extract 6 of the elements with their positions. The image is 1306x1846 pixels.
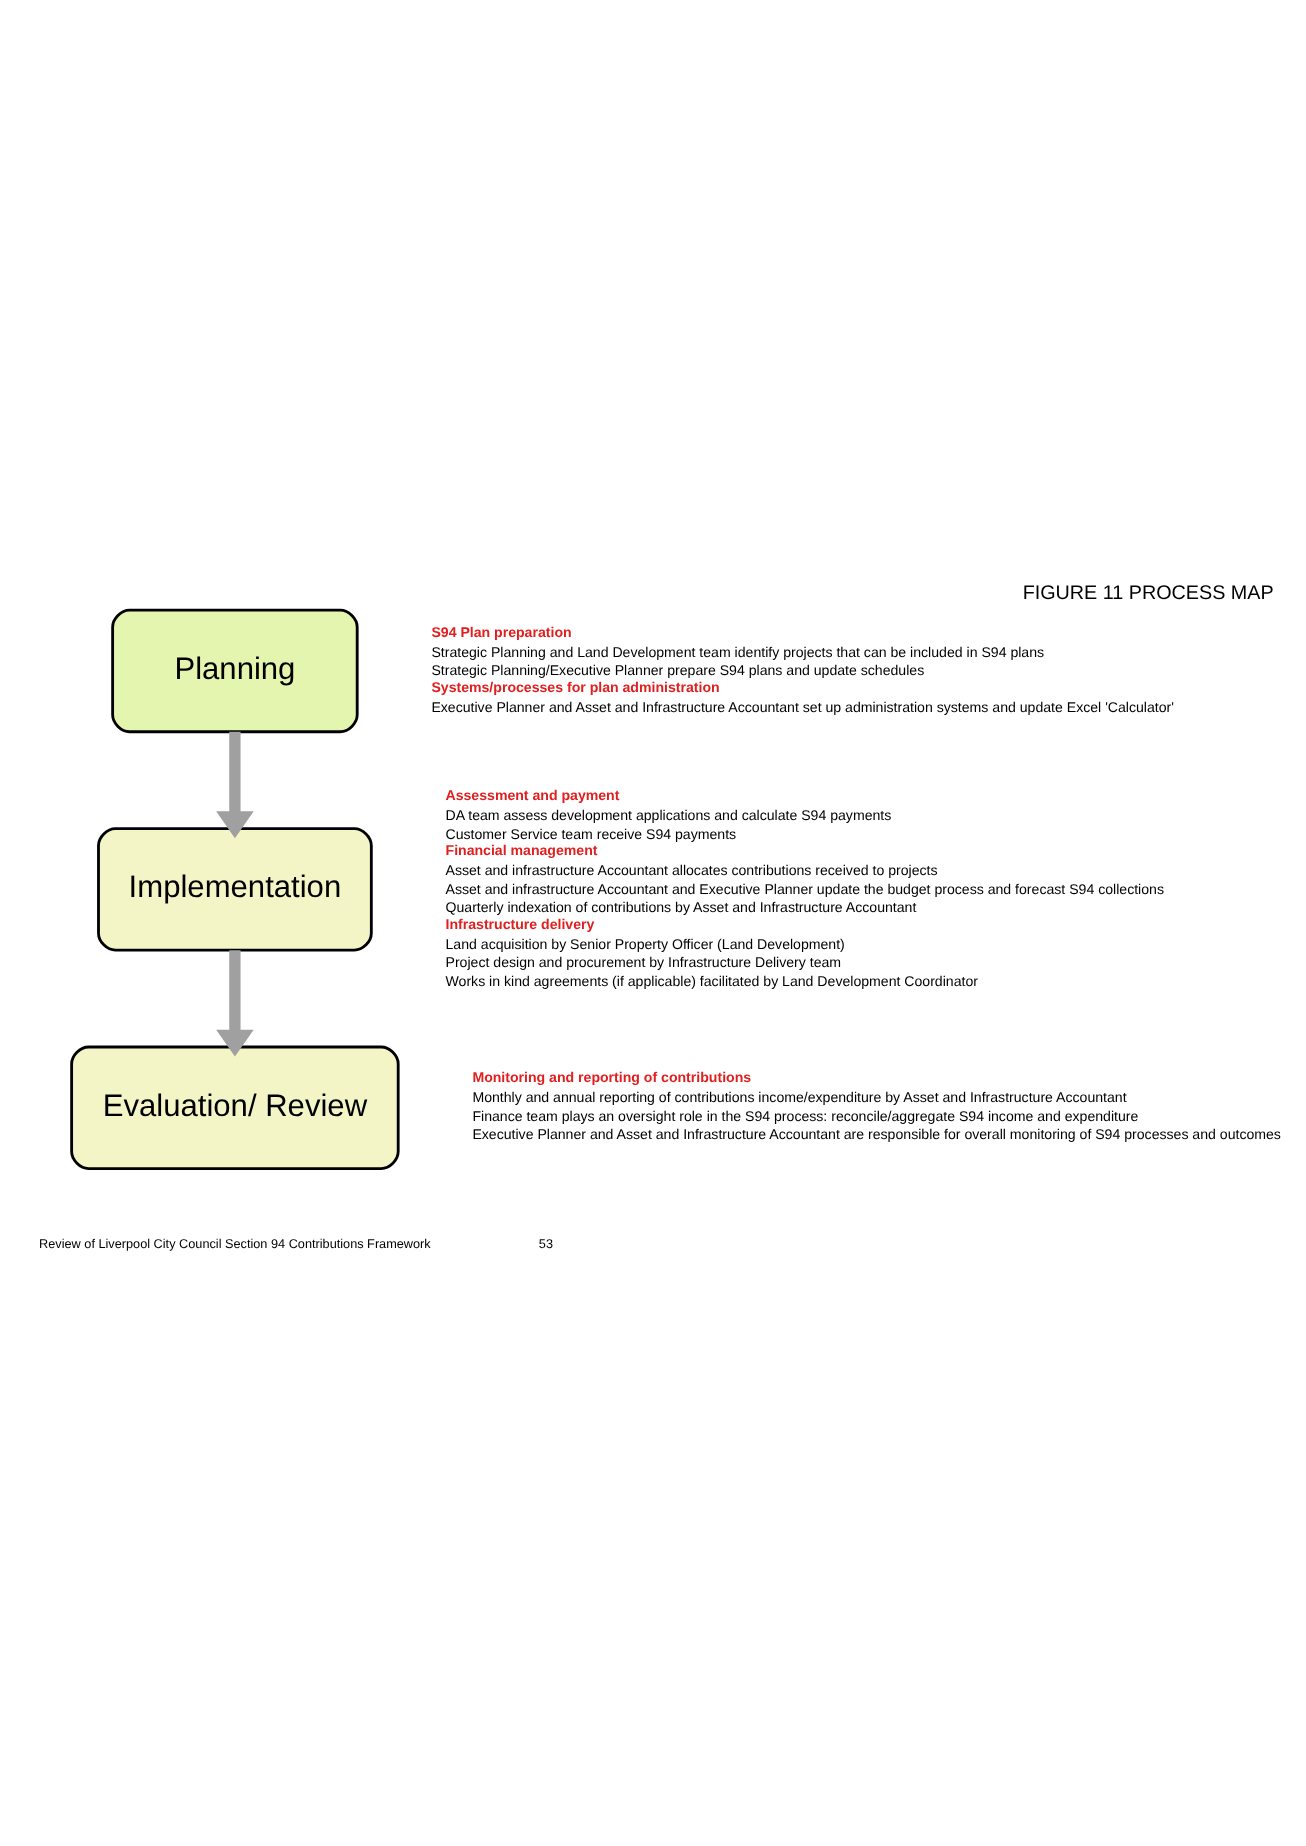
arrow (216, 949, 254, 1056)
node-box: Planning (111, 607, 359, 733)
diagram-title: FIGURE 11 PROCESS MAP (1022, 582, 1274, 605)
node-box: Implementation (97, 826, 373, 951)
node-box: Evaluation/ Review (70, 1044, 400, 1169)
arrow (216, 730, 254, 838)
